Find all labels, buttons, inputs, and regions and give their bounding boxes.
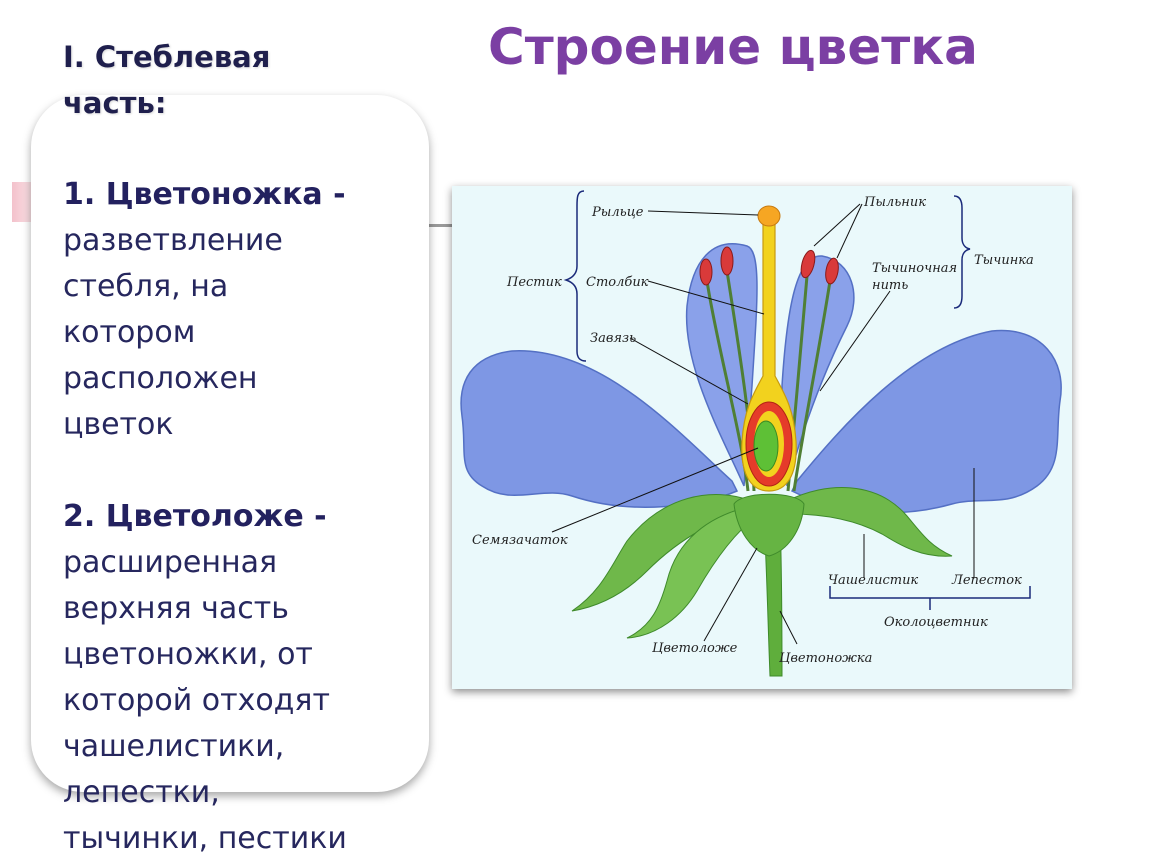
accent-mark bbox=[12, 182, 34, 222]
leader-line bbox=[703, 547, 758, 642]
back-left-petal bbox=[685, 243, 758, 487]
leader-line bbox=[819, 290, 891, 392]
label-petal: Лепесток bbox=[951, 573, 1022, 588]
definition-line: чашелистики, bbox=[63, 729, 285, 764]
spacer bbox=[63, 448, 435, 494]
anther bbox=[825, 257, 839, 285]
ovule-shape bbox=[753, 420, 779, 472]
label-stamen: Тычинка bbox=[974, 253, 1034, 268]
heading-line-1: I. Стеблевая bbox=[63, 40, 271, 74]
leader-line bbox=[647, 280, 765, 315]
text-card bbox=[31, 95, 429, 792]
label-sepal: Чашелистик bbox=[828, 573, 918, 588]
leader-line bbox=[779, 610, 798, 645]
definition-line: разветвление bbox=[63, 223, 283, 258]
leader-line bbox=[647, 210, 759, 216]
term-receptacle: 2. Цветоложе - bbox=[63, 499, 327, 534]
perianth-bracket bbox=[829, 586, 1031, 610]
leader-line bbox=[836, 203, 863, 259]
label-receptacle: Цветоложе bbox=[652, 641, 738, 656]
label-filament-line1: Тычиночная bbox=[872, 261, 957, 276]
label-ovary: Завязь bbox=[590, 331, 636, 346]
definition-line: лепестки, bbox=[63, 775, 220, 810]
section-heading: I. Стеблевая часть: bbox=[63, 34, 270, 126]
left-petal bbox=[460, 350, 739, 508]
definition-line: расположен bbox=[63, 361, 258, 396]
right-petal bbox=[790, 329, 1062, 514]
leader-line bbox=[629, 337, 749, 405]
back-right-petal bbox=[781, 255, 855, 487]
label-ovule: Семязачаток bbox=[472, 533, 568, 548]
definition-line: расширенная bbox=[63, 545, 278, 580]
definition-line: котором bbox=[63, 315, 196, 350]
stigma-shape bbox=[757, 205, 781, 227]
anther bbox=[800, 249, 816, 279]
front-left-sepal bbox=[626, 505, 758, 639]
label-stigma: Рыльце bbox=[591, 205, 644, 220]
definition-line: которой отходят bbox=[63, 683, 330, 718]
definition-line: цветоножки, от bbox=[63, 637, 313, 672]
leader-line bbox=[813, 203, 861, 247]
receptacle-shape bbox=[733, 493, 805, 557]
term-pedicel: 1. Цветоножка - bbox=[63, 177, 346, 212]
label-pedicel: Цветоножка bbox=[779, 651, 872, 666]
definition-line: стебля, на bbox=[63, 269, 229, 304]
flower-diagram: Рыльце Пыльник Пестик Столбик Тычинка Ты… bbox=[452, 186, 1072, 689]
label-pistil: Пестик bbox=[506, 275, 562, 290]
flower-illustration: Рыльце Пыльник Пестик Столбик Тычинка Ты… bbox=[452, 186, 1072, 689]
heading-line-2: часть: bbox=[63, 86, 167, 120]
definition-line: верхняя часть bbox=[63, 591, 289, 626]
label-filament-line2: нить bbox=[872, 278, 908, 293]
right-sepal bbox=[786, 487, 953, 557]
definition-line: цветок bbox=[63, 407, 174, 442]
definitions: 1. Цветоножка - разветвление стебля, на … bbox=[63, 172, 435, 862]
slide-title: Строение цветка bbox=[488, 18, 978, 76]
anther bbox=[699, 258, 713, 286]
stamen-bracket bbox=[953, 195, 971, 309]
stamen-filament bbox=[792, 280, 832, 492]
definition-line: тычинки, пестики bbox=[63, 821, 347, 856]
label-anther: Пыльник bbox=[863, 195, 926, 210]
leader-line bbox=[551, 447, 759, 533]
accent-line bbox=[428, 224, 454, 227]
label-perianth: Околоцветник bbox=[884, 615, 988, 630]
pistil-bracket bbox=[563, 190, 587, 362]
anther bbox=[720, 246, 734, 276]
label-style: Столбик bbox=[586, 275, 649, 290]
